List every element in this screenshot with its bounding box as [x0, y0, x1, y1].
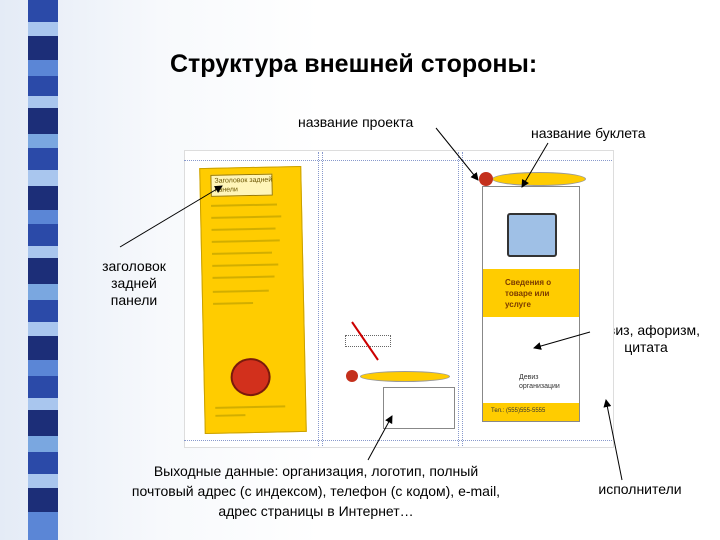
- arrow-project-name: [435, 127, 479, 181]
- product-info-text: Сведения о товаре или услуге: [505, 278, 552, 309]
- fold-line-3: [458, 152, 459, 446]
- swoosh-mid: [360, 371, 450, 382]
- arrow-back-header: [119, 185, 223, 248]
- fold-line-2: [322, 152, 323, 446]
- arrow-performers: [603, 399, 623, 481]
- arrow-motto: [533, 331, 591, 350]
- label-output-data: Выходные данные: организация, логотип, п…: [131, 463, 501, 519]
- output-data-block: [383, 387, 455, 429]
- slide-title: Структура внешней стороны:: [170, 50, 538, 78]
- label-booklet-name: название буклета: [531, 125, 646, 141]
- motto-small: Девиз организации: [519, 374, 560, 390]
- figure-bottom-line: [184, 440, 612, 441]
- figure-top-line: [184, 160, 612, 161]
- cover-panel: Сведения о товаре или услуге Девиз орган…: [482, 186, 580, 422]
- phone-text: Тел.: (555)555-5555: [491, 408, 546, 414]
- computer-icon: [507, 213, 557, 257]
- arrow-output-data: [367, 415, 393, 461]
- logo-icon-small: [346, 370, 358, 382]
- label-motto: девиз, афоризм, цитата: [591, 322, 701, 355]
- fold-line-4: [462, 152, 463, 446]
- arrow-booklet-name: [521, 142, 549, 188]
- strike-mark: [351, 321, 379, 361]
- label-performers: исполнители: [598, 481, 682, 497]
- decorative-left-strip: [28, 0, 58, 540]
- label-project-name: название проекта: [298, 114, 414, 130]
- fold-line-1: [318, 152, 319, 446]
- label-back-header: заголовок задней панели: [102, 258, 166, 308]
- logo-icon-cover: [479, 172, 493, 186]
